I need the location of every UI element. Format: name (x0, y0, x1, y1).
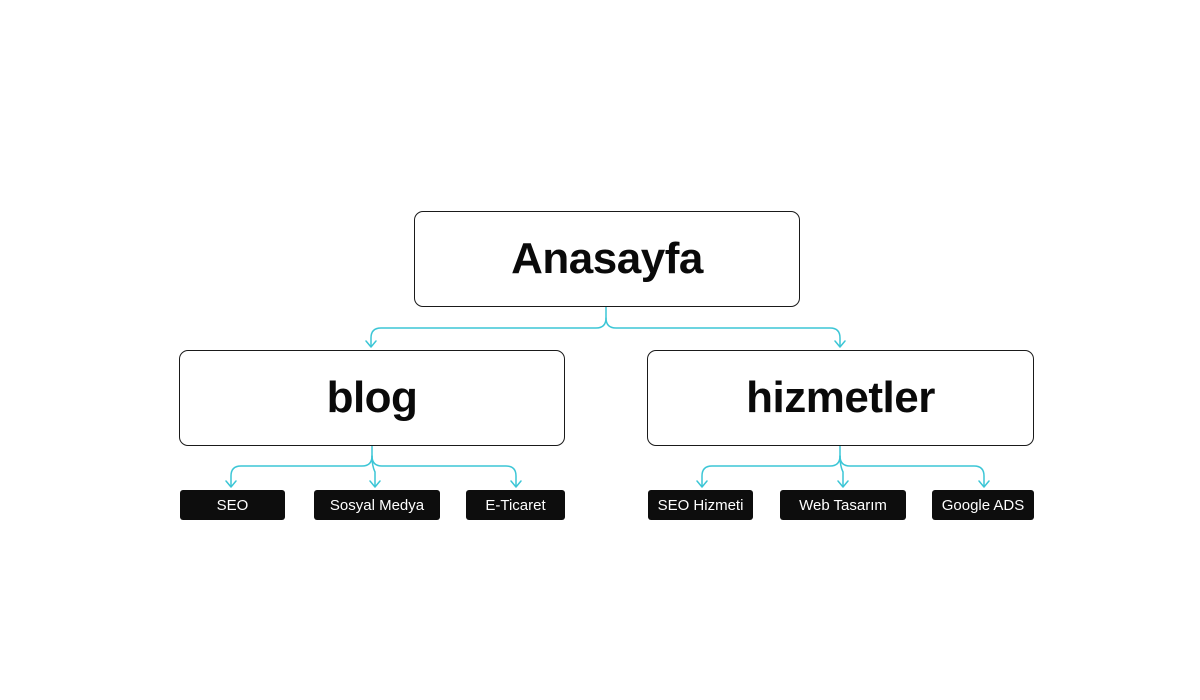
connector-root-to-blog (370, 306, 607, 347)
leaf-web-tasarim: Web Tasarım (780, 490, 906, 520)
connector-root-to-hizmetler (605, 317, 841, 347)
leaf-google-ads: Google ADS (932, 490, 1034, 520)
arrowhead-google-ads (978, 480, 990, 488)
connector-blog-to-seo (230, 445, 373, 487)
leaf-seo: SEO (180, 490, 285, 520)
node-anasayfa-label: Anasayfa (511, 234, 703, 283)
connector-hizmetler-to-google-ads (839, 455, 985, 487)
arrowhead-sosyal-medya (369, 480, 381, 488)
leaf-e-ticaret: E-Ticaret (466, 490, 565, 520)
leaf-sosyal-medya-label: Sosyal Medya (329, 496, 425, 514)
node-anasayfa: Anasayfa (414, 211, 800, 307)
arrowhead-hizmetler (834, 340, 846, 348)
leaf-seo-hizmeti: SEO Hizmeti (648, 490, 753, 520)
node-hizmetler: hizmetler (647, 350, 1034, 446)
leaf-seo-label: SEO (216, 496, 249, 514)
leaf-seo-hizmeti-label: SEO Hizmeti (657, 496, 744, 514)
leaf-sosyal-medya: Sosyal Medya (314, 490, 440, 520)
node-hizmetler-label: hizmetler (746, 373, 935, 422)
leaf-e-ticaret-label: E-Ticaret (485, 496, 546, 514)
arrowhead-blog (365, 340, 377, 348)
leaf-google-ads-label: Google ADS (941, 496, 1025, 514)
arrowhead-web-tasarim (837, 480, 849, 488)
arrowhead-e-ticaret (510, 480, 522, 488)
arrowhead-seo-hizmeti (696, 480, 708, 488)
arrowhead-seo (225, 480, 237, 488)
connector-hizmetler-to-seo-hizmeti (701, 445, 841, 487)
node-blog: blog (179, 350, 565, 446)
node-blog-label: blog (326, 373, 418, 422)
connector-blog-to-e-ticaret (371, 455, 517, 487)
leaf-web-tasarim-label: Web Tasarım (799, 496, 887, 514)
